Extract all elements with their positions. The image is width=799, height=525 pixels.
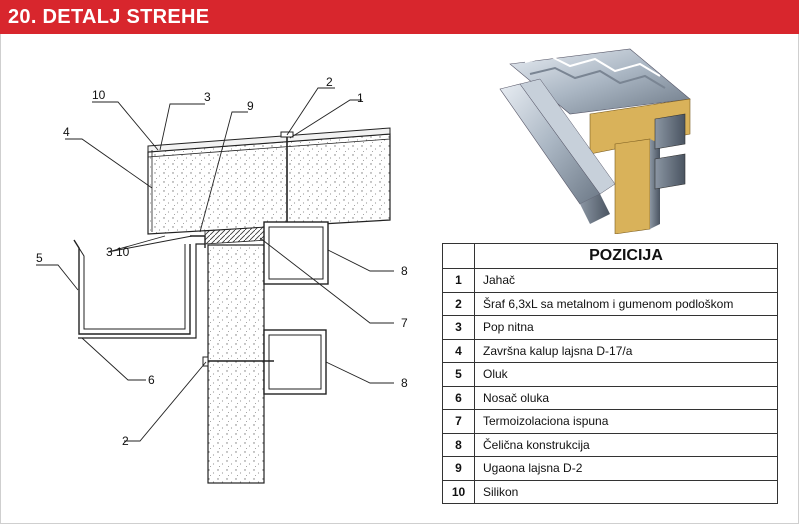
legend-row: 1 Jahač <box>442 268 778 293</box>
legend-num: 3 <box>442 315 475 340</box>
callout-3-top: 3 <box>204 90 211 104</box>
position-legend-table: POZICIJA 1 Jahač 2 Šraf 6,3xL sa metalno… <box>442 243 778 504</box>
header-bar: 20. DETALJ STREHE <box>0 0 799 34</box>
callout-6: 6 <box>148 373 155 387</box>
legend-desc: Nosač oluka <box>474 385 778 410</box>
legend-num: 9 <box>442 456 475 481</box>
callout-7: 7 <box>401 316 408 330</box>
legend-num: 10 <box>442 479 475 504</box>
legend-desc: Termoizolaciona ispuna <box>474 409 778 434</box>
callout-2-bottom: 2 <box>122 434 129 448</box>
legend-row: 7 Termoizolaciona ispuna <box>442 409 778 434</box>
legend-desc: Pop nitna <box>474 315 778 340</box>
page-title: 20. DETALJ STREHE <box>8 6 210 28</box>
eave-3d-illustration <box>499 48 691 234</box>
callout-2-top: 2 <box>326 75 333 89</box>
legend-num: 5 <box>442 362 475 387</box>
legend-row: 4 Završna kalup lajsna D-17/a <box>442 338 778 363</box>
callout-labels: 10 3 4 9 2 1 3 10 5 8 7 6 8 2 <box>36 75 408 448</box>
legend-row: 5 Oluk <box>442 362 778 387</box>
leader-lines <box>36 87 394 442</box>
legend-row: 10 Silikon <box>442 479 778 504</box>
steel-section-upper <box>263 221 329 285</box>
gutter <box>73 239 191 335</box>
legend-header-row: POZICIJA <box>442 243 778 269</box>
callout-3-10: 3 10 <box>106 245 130 259</box>
legend-row: 8 Čelična konstrukcija <box>442 432 778 457</box>
legend-row: 3 Pop nitna <box>442 315 778 340</box>
gutter-bracket <box>78 243 205 339</box>
legend-desc: Oluk <box>474 362 778 387</box>
legend-title: POZICIJA <box>474 243 778 269</box>
legend-header-empty <box>442 243 475 269</box>
section-drawing: 10 3 4 9 2 1 3 10 5 8 7 6 8 2 <box>36 75 408 484</box>
callout-10-top: 10 <box>92 88 106 102</box>
legend-desc: Šraf 6,3xL sa metalnom i gumenom podlošk… <box>474 291 778 316</box>
legend-num: 4 <box>442 338 475 363</box>
legend-desc: Ugaona lajsna D-2 <box>474 456 778 481</box>
roof-panel <box>147 127 391 235</box>
steel-section-lower <box>263 329 327 395</box>
legend-num: 6 <box>442 385 475 410</box>
legend-desc: Završna kalup lajsna D-17/a <box>474 338 778 363</box>
legend-num: 2 <box>442 291 475 316</box>
legend-row: 9 Ugaona lajsna D-2 <box>442 456 778 481</box>
wall-panel <box>207 244 265 484</box>
callout-8-lower: 8 <box>401 376 408 390</box>
angle-trim <box>190 235 206 248</box>
callout-1: 1 <box>357 91 364 105</box>
legend-desc: Jahač <box>474 268 778 293</box>
legend-row: 6 Nosač oluka <box>442 385 778 410</box>
legend-row: 2 Šraf 6,3xL sa metalnom i gumenom podlo… <box>442 291 778 316</box>
legend-num: 1 <box>442 268 475 293</box>
callout-9: 9 <box>247 99 254 113</box>
legend-desc: Čelična konstrukcija <box>474 432 778 457</box>
callout-4: 4 <box>63 125 70 139</box>
wall-screw <box>202 356 274 367</box>
legend-num: 8 <box>442 432 475 457</box>
legend-num: 7 <box>442 409 475 434</box>
callout-8-upper: 8 <box>401 264 408 278</box>
legend-desc: Silikon <box>474 479 778 504</box>
callout-5: 5 <box>36 251 43 265</box>
